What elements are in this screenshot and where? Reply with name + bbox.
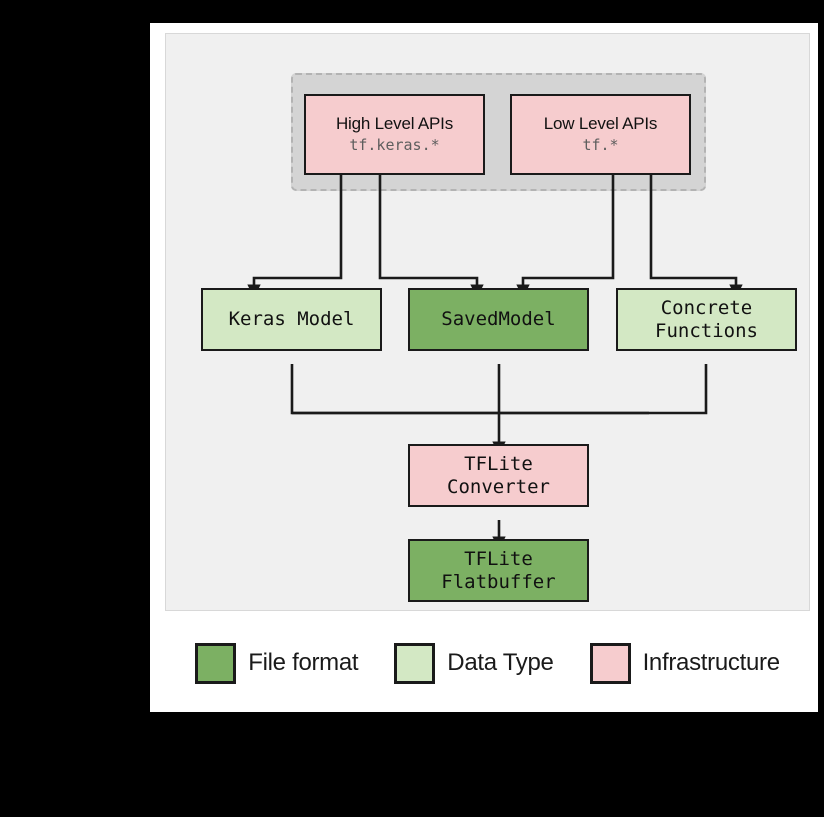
- edge-concrete-to-bus: [292, 364, 708, 415]
- legend: File format Data Type Infrastructure: [165, 628, 810, 698]
- legend-label-infrastructure: Infrastructure: [642, 649, 780, 676]
- legend-swatch-infrastructure: [589, 642, 631, 684]
- diagram-card: High Level APIs tf.keras.* Low Level API…: [150, 23, 818, 712]
- node-low-level-apis[interactable]: Low Level APIs tf.*: [510, 94, 691, 175]
- edge-low-level-to-concrete: [649, 175, 743, 298]
- node-high-level-apis[interactable]: High Level APIs tf.keras.*: [304, 94, 485, 175]
- node-label-line2: Flatbuffer: [441, 570, 556, 593]
- node-tflite-flatbuffer[interactable]: TFLite Flatbuffer: [408, 539, 589, 602]
- legend-swatch-file-format: [195, 642, 237, 684]
- node-subtitle: tf.keras.*: [349, 136, 440, 155]
- legend-swatch-data-type: [394, 642, 436, 684]
- node-label: SavedModel: [441, 308, 556, 331]
- diagram-panel: High Level APIs tf.keras.* Low Level API…: [165, 33, 810, 611]
- node-label: Keras Model: [228, 308, 355, 331]
- edge-keras-to-bus: [290, 364, 649, 415]
- edge-low-level-to-savedmodel: [516, 175, 615, 298]
- legend-label-file-format: File format: [248, 649, 359, 676]
- node-saved-model[interactable]: SavedModel: [408, 288, 589, 351]
- legend-item-infrastructure: Infrastructure: [589, 642, 780, 684]
- legend-label-data-type: Data Type: [447, 649, 554, 676]
- node-title: High Level APIs: [335, 114, 453, 134]
- legend-item-file-format: File format: [195, 642, 359, 684]
- node-label-line2: Converter: [447, 475, 550, 498]
- node-concrete-functions[interactable]: Concrete Functions: [616, 288, 797, 351]
- node-label-line1: TFLite: [464, 453, 533, 476]
- node-label-line2: Functions: [655, 319, 758, 342]
- edge-high-level-to-savedmodel: [378, 175, 484, 298]
- node-label-line1: Concrete: [660, 297, 753, 320]
- legend-item-data-type: Data Type: [394, 642, 554, 684]
- node-keras-model[interactable]: Keras Model: [201, 288, 382, 351]
- node-label-line1: TFLite: [464, 548, 533, 571]
- edge-high-level-to-keras: [247, 175, 343, 298]
- node-subtitle: tf.*: [582, 136, 619, 155]
- node-tflite-converter[interactable]: TFLite Converter: [408, 444, 589, 507]
- node-title: Low Level APIs: [543, 114, 658, 134]
